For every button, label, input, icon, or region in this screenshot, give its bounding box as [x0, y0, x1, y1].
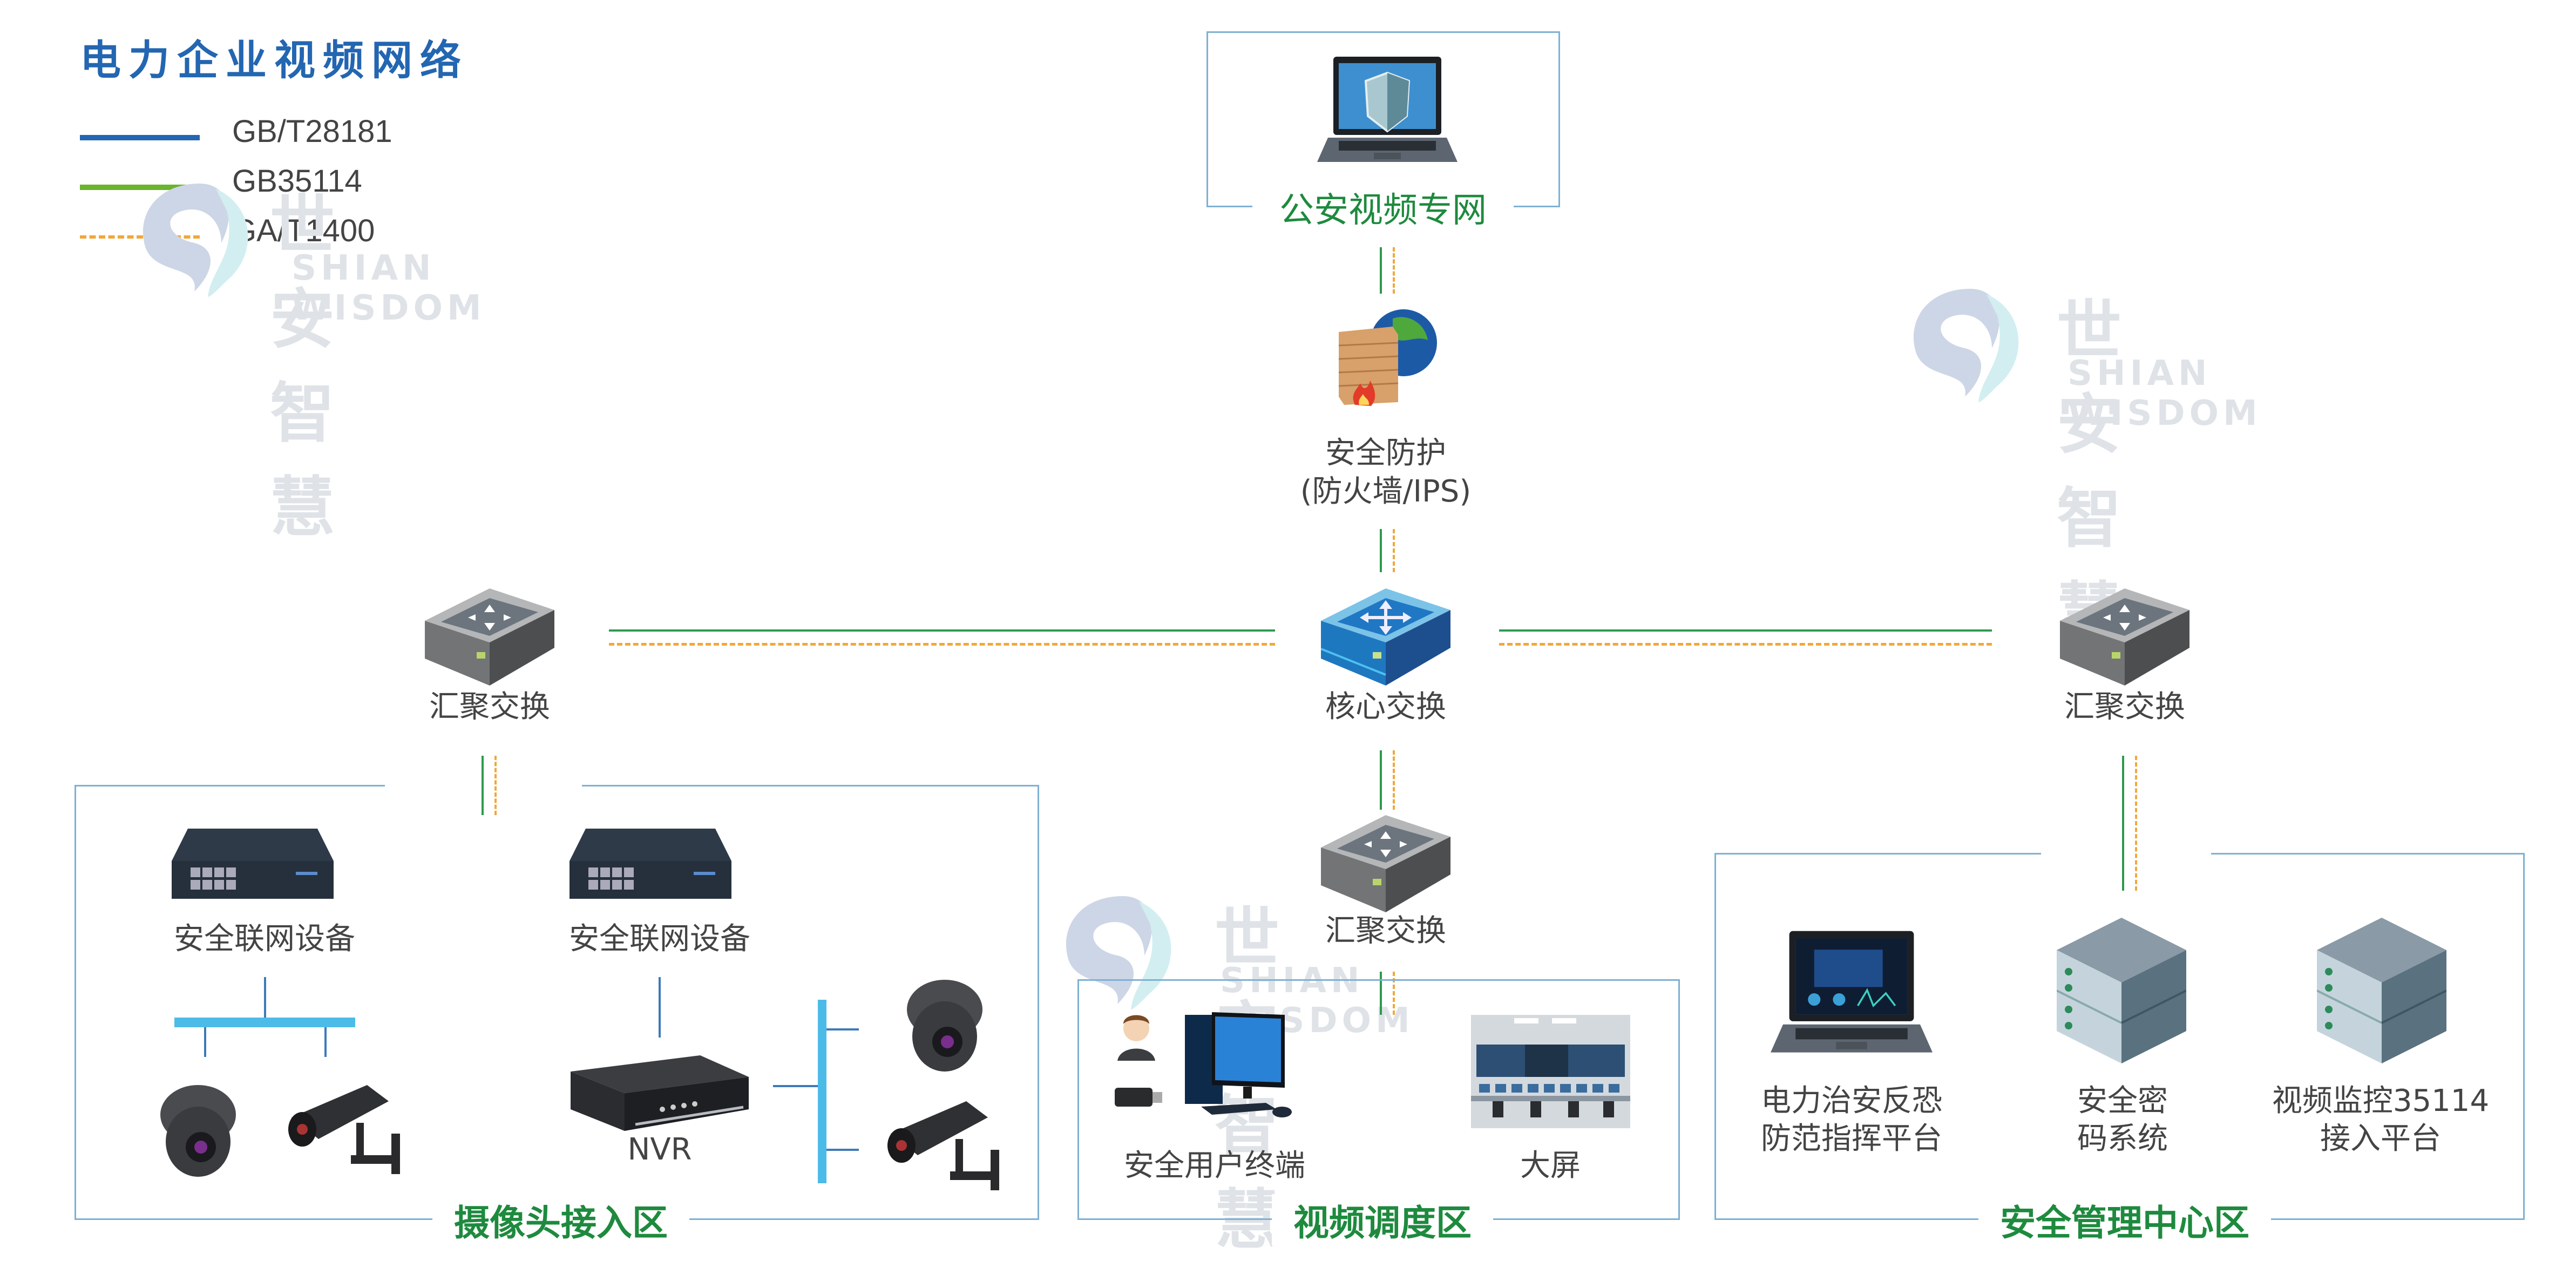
watermark-swirl-icon [1913, 289, 2019, 402]
video-wall-icon [1471, 1015, 1630, 1128]
link-1400 [494, 756, 497, 815]
security-gateway-icon [172, 829, 350, 899]
watermark-text-en: SHIAN WISDOM [292, 248, 486, 328]
laptop-shield-icon [1317, 57, 1458, 165]
zone-border-segment [582, 785, 1039, 787]
link-1400 [1499, 643, 1992, 646]
link-1400 [1393, 972, 1395, 1015]
legend-label-gb35114: GB35114 [232, 164, 362, 199]
server-rack-icon [2057, 918, 2186, 1063]
link-28181 [264, 977, 266, 1019]
link-35114 [1380, 972, 1382, 1015]
switch-right-label: 汇聚交换 [2064, 689, 2185, 724]
link-28181 [324, 1027, 327, 1057]
user-terminal-label: 安全用户终端 [1124, 1148, 1305, 1183]
access-platform-label-line2: 接入平台 [2320, 1121, 2441, 1156]
public-security-network-label: 公安视频专网 [1252, 182, 1514, 232]
link-28181 [773, 1085, 822, 1087]
management-zone-title: 安全管理中心区 [1978, 1194, 2271, 1246]
diagram-title: 电力企业视频网络 [80, 36, 469, 84]
link-35114 [609, 629, 1275, 632]
link-35114 [2122, 756, 2124, 891]
command-platform-label-line1: 电力治安反恐 [1761, 1083, 1942, 1118]
nvr-label: NVR [627, 1132, 692, 1167]
security-gateway-icon [570, 829, 748, 899]
gateway-label: 安全联网设备 [174, 921, 355, 957]
link-1400 [1393, 750, 1395, 810]
link-35114 [482, 756, 484, 815]
watermark-text-en: SHIAN WISDOM [2067, 354, 2262, 433]
legend-swatch-gat1400 [80, 235, 200, 239]
network-bus [174, 1018, 355, 1027]
firewall-globe-icon [1338, 309, 1437, 406]
command-platform-label-line2: 防范指挥平台 [1761, 1121, 1942, 1156]
switch-middle-label: 汇聚交换 [1325, 913, 1446, 948]
switch-core-label: 核心交换 [1325, 689, 1446, 724]
zone-border-segment [1714, 853, 2041, 855]
firewall-label-line2: (防火墙/IPS) [1300, 474, 1472, 509]
bullet-camera-icon [885, 1096, 1004, 1193]
core-switch-icon [1321, 588, 1450, 686]
nvr-icon [571, 1055, 749, 1131]
link-28181 [659, 977, 661, 1038]
firewall-label-line1: 安全防护 [1325, 436, 1446, 471]
aggregation-switch-icon [425, 588, 554, 686]
watermark-logo: 世安智慧 SHIAN WISDOM [1906, 283, 2258, 650]
network-bus [818, 1000, 826, 1183]
link-35114 [1380, 750, 1382, 810]
zone-border-segment [1077, 979, 1680, 981]
link-35114 [1380, 247, 1382, 294]
dispatch-zone-title: 视频调度区 [1272, 1194, 1493, 1246]
zone-border-segment [74, 785, 385, 787]
legend-label-gbt28181: GB/T28181 [232, 114, 392, 149]
server-rack-icon [2317, 918, 2446, 1063]
link-1400 [1393, 247, 1395, 294]
dome-camera-icon [155, 1082, 241, 1179]
link-28181 [204, 1027, 206, 1057]
crypto-system-label-line2: 码系统 [2077, 1121, 2168, 1156]
dome-camera-icon [901, 977, 988, 1074]
link-35114 [1380, 529, 1382, 572]
link-1400 [2135, 756, 2137, 891]
link-35114 [1499, 629, 1992, 632]
bullet-camera-icon [286, 1080, 405, 1177]
crypto-system-label-line1: 安全密 [2077, 1083, 2168, 1118]
link-1400 [609, 643, 1275, 646]
gateway-label: 安全联网设备 [569, 921, 750, 957]
laptop-dashboard-icon [1771, 928, 1933, 1058]
legend-swatch-gbt28181 [80, 135, 200, 140]
link-1400 [1393, 529, 1395, 572]
camera-zone-title: 摄像头接入区 [432, 1194, 689, 1246]
aggregation-switch-icon [1321, 815, 1450, 912]
access-platform-label-line1: 视频监控35114 [2272, 1083, 2490, 1118]
legend-swatch-gb35114 [80, 185, 200, 190]
link-28181 [826, 1149, 859, 1151]
legend-label-gat1400: GA/T1400 [232, 213, 375, 248]
link-28181 [826, 1028, 859, 1031]
zone-border-segment [2211, 853, 2525, 855]
switch-left-label: 汇聚交换 [429, 689, 550, 724]
video-wall-label: 大屏 [1520, 1148, 1581, 1183]
aggregation-switch-icon [2060, 588, 2189, 686]
user-terminal-icon [1115, 1012, 1292, 1117]
